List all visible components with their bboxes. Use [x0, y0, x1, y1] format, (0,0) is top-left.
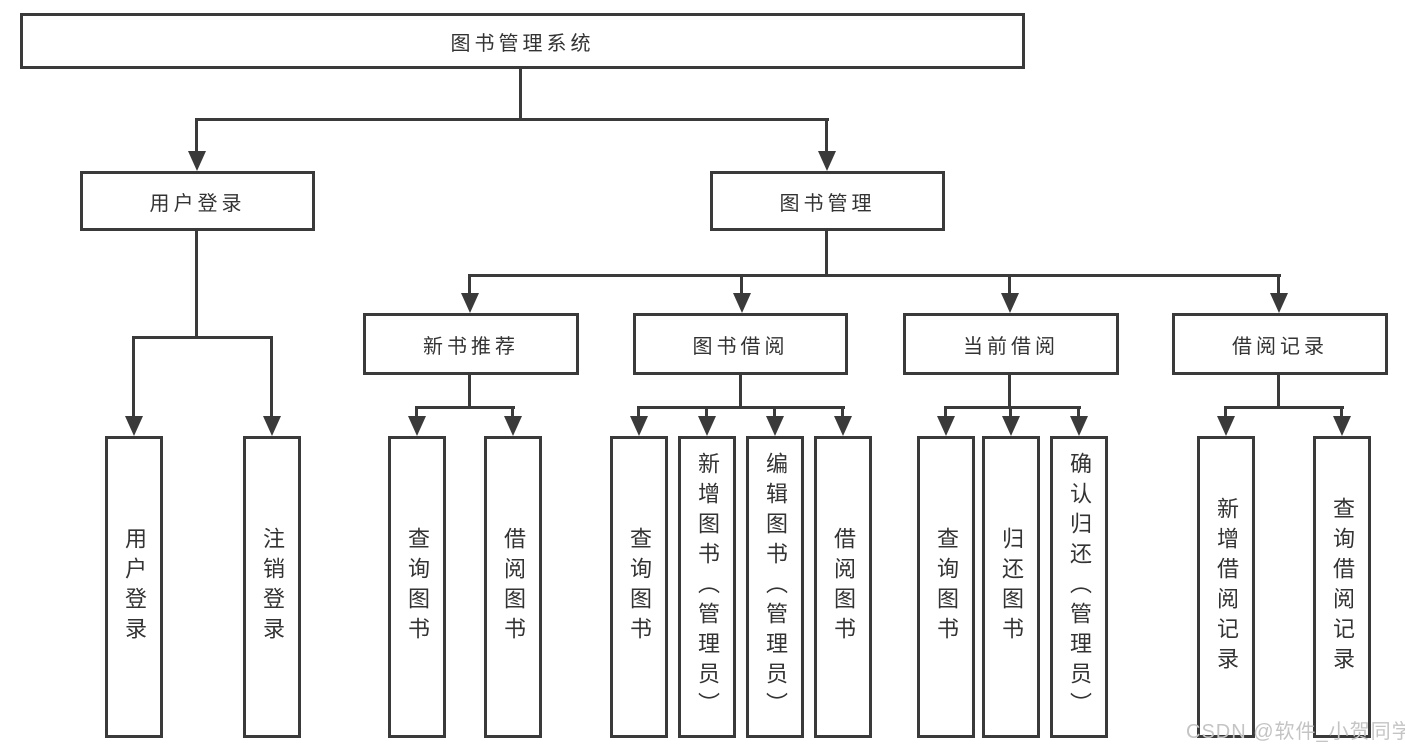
connector-line [195, 118, 198, 156]
connector-line [1277, 375, 1280, 406]
connector-line [739, 375, 742, 406]
node-new-book-recommendation: 新书推荐 [363, 313, 579, 375]
leaf-label: 新增图书（管理员） [695, 452, 720, 722]
arrow-down-icon [937, 416, 955, 436]
node-label: 借阅记录 [1232, 335, 1328, 358]
arrow-down-icon [188, 151, 206, 171]
node-user-login: 用户登录 [80, 171, 315, 231]
arrow-down-icon [1270, 293, 1288, 313]
arrow-down-icon [630, 416, 648, 436]
leaf-label: 确认归还（管理员） [1067, 452, 1092, 722]
connector-line [944, 406, 1081, 409]
arrow-down-icon [733, 293, 751, 313]
arrow-down-icon [698, 416, 716, 436]
leaf-borrow-books-borrowing: 借阅图书 [814, 436, 872, 738]
connector-line [637, 406, 640, 418]
arrow-down-icon [1002, 416, 1020, 436]
connector-line [1008, 375, 1011, 406]
connector-line [195, 231, 198, 336]
arrow-down-icon [1001, 293, 1019, 313]
connector-line [519, 69, 522, 118]
leaf-query-borrow-record: 查询借阅记录 [1313, 436, 1371, 738]
node-label: 图书借阅 [692, 335, 789, 358]
connector-line [705, 406, 708, 418]
connector-line [773, 406, 776, 418]
node-label: 新书推荐 [423, 335, 519, 358]
connector-line [841, 406, 844, 418]
node-label: 图书管理系统 [450, 32, 595, 55]
leaf-label: 借阅图书 [831, 527, 856, 647]
leaf-add-books-admin: 新增图书（管理员） [678, 436, 736, 738]
connector-line [637, 406, 845, 409]
node-borrowing-records: 借阅记录 [1172, 313, 1388, 375]
leaf-add-borrow-record: 新增借阅记录 [1197, 436, 1255, 738]
connector-line [825, 118, 828, 156]
connector-line [825, 231, 828, 274]
connector-line [1077, 406, 1080, 418]
connector-line [1008, 274, 1011, 296]
arrow-down-icon [125, 416, 143, 436]
arrow-down-icon [818, 151, 836, 171]
connector-line [132, 336, 135, 418]
node-book-management: 图书管理 [710, 171, 945, 231]
node-library-management-system: 图书管理系统 [20, 13, 1025, 69]
connector-line [740, 274, 743, 296]
connector-line [468, 274, 1281, 277]
arrow-down-icon [834, 416, 852, 436]
leaf-label: 归还图书 [999, 527, 1024, 647]
leaf-label: 编辑图书（管理员） [763, 452, 788, 722]
node-current-borrowing: 当前借阅 [903, 313, 1119, 375]
connector-line [1224, 406, 1344, 409]
leaf-logout: 注销登录 [243, 436, 301, 738]
connector-line [132, 336, 273, 339]
connector-line [195, 118, 829, 121]
leaf-confirm-return-admin: 确认归还（管理员） [1050, 436, 1108, 738]
leaf-borrow-books-recommend: 借阅图书 [484, 436, 542, 738]
connector-line [415, 406, 515, 409]
arrow-down-icon [504, 416, 522, 436]
leaf-label: 查询借阅记录 [1330, 497, 1355, 677]
node-label: 用户登录 [149, 192, 246, 215]
arrow-down-icon [1333, 416, 1351, 436]
arrow-down-icon [263, 416, 281, 436]
leaf-user-login: 用户登录 [105, 436, 163, 738]
leaf-label: 注销登录 [260, 527, 285, 647]
connector-line [468, 274, 471, 296]
leaf-query-books-current: 查询图书 [917, 436, 975, 738]
node-label: 当前借阅 [963, 335, 1059, 358]
leaf-label: 借阅图书 [501, 527, 526, 647]
csdn-watermark: CSDN @软件_小贺同学 [1186, 721, 1405, 743]
connector-line [944, 406, 947, 418]
connector-line [1340, 406, 1343, 418]
arrow-down-icon [766, 416, 784, 436]
connector-line [468, 375, 471, 406]
arrow-down-icon [1217, 416, 1235, 436]
leaf-label: 新增借阅记录 [1214, 497, 1239, 677]
arrow-down-icon [408, 416, 426, 436]
connector-line [1224, 406, 1227, 418]
node-book-borrowing: 图书借阅 [633, 313, 848, 375]
leaf-query-books-recommend: 查询图书 [388, 436, 446, 738]
connector-line [1277, 274, 1280, 296]
leaf-return-books: 归还图书 [982, 436, 1040, 738]
arrow-down-icon [1070, 416, 1088, 436]
connector-line [1009, 406, 1012, 418]
connector-line [415, 406, 418, 418]
leaf-label: 查询图书 [627, 527, 652, 647]
connector-line [511, 406, 514, 418]
arrow-down-icon [461, 293, 479, 313]
leaf-query-books-borrowing: 查询图书 [610, 436, 668, 738]
node-label: 图书管理 [779, 192, 876, 215]
leaf-label: 查询图书 [405, 527, 430, 647]
connector-line [270, 336, 273, 418]
leaf-label: 查询图书 [934, 527, 959, 647]
leaf-edit-books-admin: 编辑图书（管理员） [746, 436, 804, 738]
leaf-label: 用户登录 [122, 527, 147, 647]
